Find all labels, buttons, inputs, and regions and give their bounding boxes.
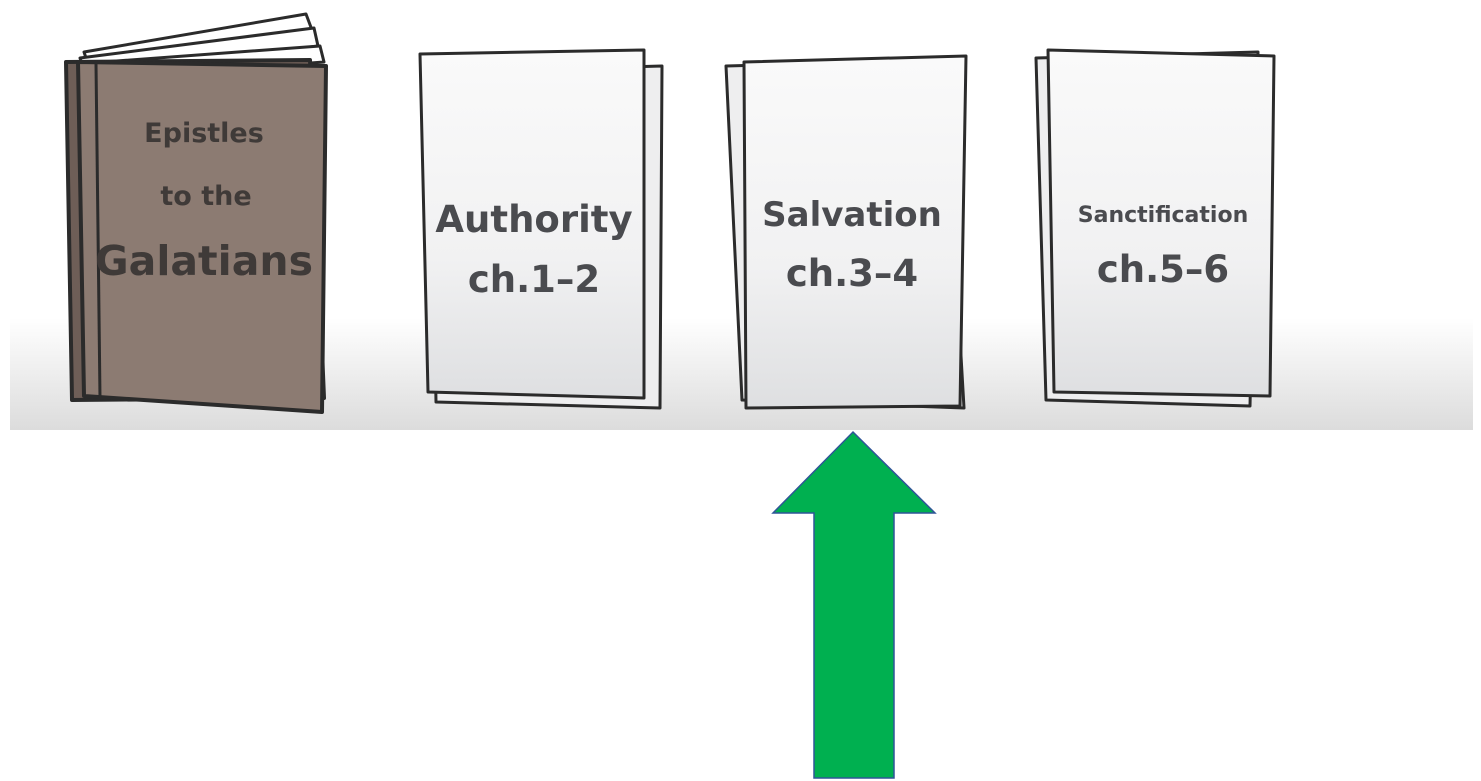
document-authority: Authority ch.1–2 xyxy=(418,48,664,410)
document-chapters: ch.3–4 xyxy=(786,252,918,295)
document-title: Authority xyxy=(435,198,632,241)
up-arrow xyxy=(771,430,937,779)
book-title-line3: Galatians xyxy=(95,237,313,285)
document-title: Sanctification xyxy=(1078,203,1248,228)
document-salvation: Salvation ch.3–4 xyxy=(724,54,968,410)
document-sanctification: Sanctification ch.5–6 xyxy=(1034,48,1276,408)
book-title-line1: Epistles xyxy=(144,118,264,149)
book-title-line2: to the xyxy=(160,181,251,212)
galatians-book: Epistles to the Galatians xyxy=(64,12,328,414)
book-spine xyxy=(94,63,102,399)
book-cover xyxy=(76,60,328,414)
document-title: Salvation xyxy=(762,195,942,235)
document-chapters: ch.1–2 xyxy=(468,258,600,301)
document-chapters: ch.5–6 xyxy=(1097,248,1229,291)
